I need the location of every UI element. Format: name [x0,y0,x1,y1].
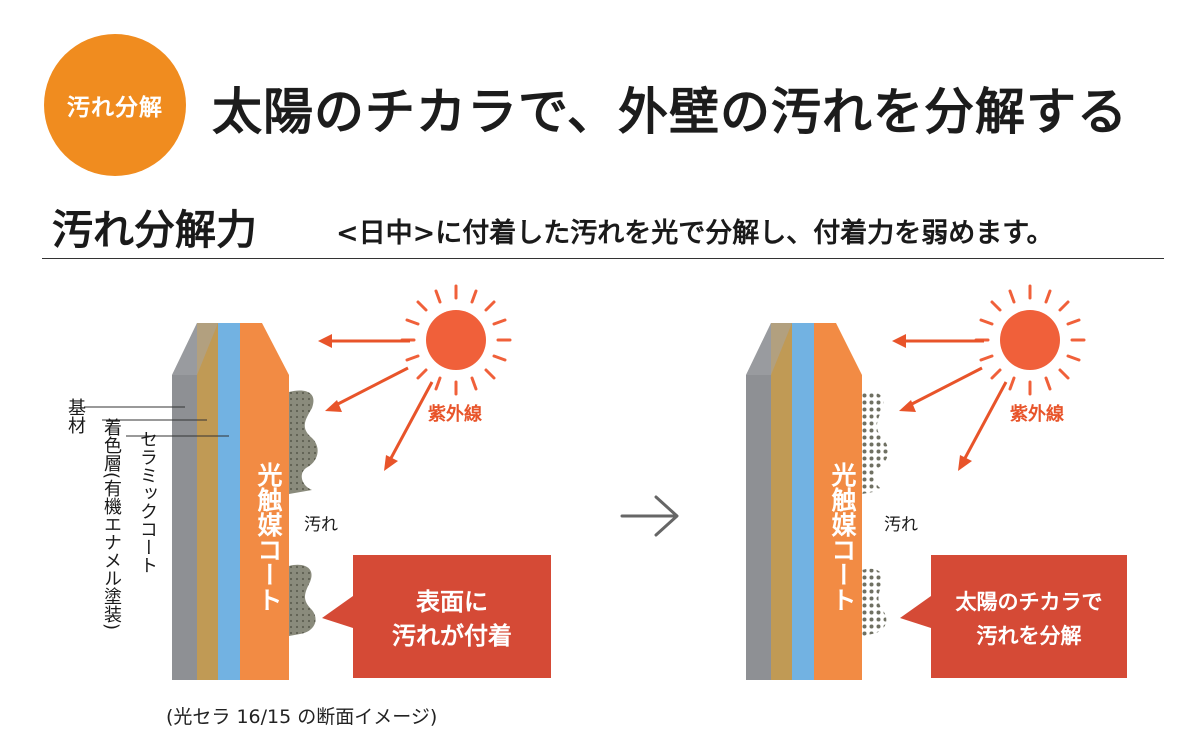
label-photocatalyst-coat-left: 光触媒コート [254,462,283,612]
left-ceramic-layer [218,323,240,680]
left-color-layer [197,323,218,680]
right-photocatalyst-layer [814,323,862,680]
badge: 汚れ分解 [44,34,186,176]
right-uv-arrows [892,334,1008,471]
left-base-layer [172,323,197,680]
left-callout-box [322,555,551,678]
right-sun-icon [974,284,1086,396]
left-dirt-top [289,390,318,494]
caption: (光セラ 16/15 の断面イメージ) [166,706,438,728]
right-wall [746,323,862,680]
left-dirt-bottom [289,564,316,636]
left-callout-line-2: 汚れが付着 [392,622,512,650]
right-base-layer [746,323,771,680]
left-callout-text: 表面に 汚れが付着 [353,585,551,653]
right-color-layer [771,323,792,680]
left-leader-lines [84,406,229,437]
label-color-layer: 着色層(有機エナメル塗装) [101,418,122,631]
right-callout-box [900,555,1127,678]
label-uv-left: 紫外線 [428,404,482,425]
right-dirt-bottom-decomposed [862,568,887,636]
right-callout-line-1: 太陽のチカラで [955,590,1103,614]
badge-label: 汚れ分解 [67,95,163,121]
label-photocatalyst-coat-right: 光触媒コート [828,462,857,612]
label-dirt-right: 汚れ [884,515,918,535]
section-description: <日中>に付着した汚れを光で分解し、付着力を弱めます。 [336,218,1054,249]
left-uv-arrows [318,334,434,471]
label-ceramic-coat: セラミックコート [137,430,158,574]
label-dirt-left: 汚れ [304,515,338,535]
right-callout-line-2: 汚れを分解 [976,624,1082,648]
transition-arrow-icon [620,495,679,537]
label-base: 基材 [65,398,86,434]
left-wall [172,323,289,680]
divider [42,258,1164,259]
section-title: 汚れ分解力 [52,206,257,254]
right-dirt-top-decomposed [862,391,889,494]
left-callout-line-1: 表面に [416,588,488,616]
left-sun-icon [400,284,512,396]
right-callout-text: 太陽のチカラで 汚れを分解 [931,585,1127,653]
page-title: 太陽のチカラで、外壁の汚れを分解する [212,83,1128,141]
label-uv-right: 紫外線 [1010,404,1064,425]
right-ceramic-layer [792,323,814,680]
left-photocatalyst-layer [240,323,289,680]
